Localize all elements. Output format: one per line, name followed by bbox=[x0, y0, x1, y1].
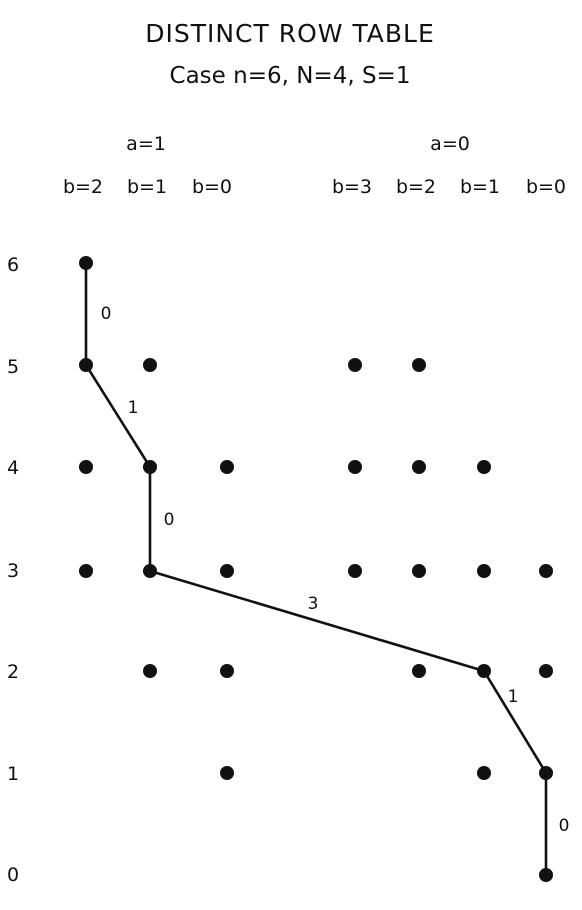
node-dot-1 bbox=[79, 358, 93, 372]
column-label-a0-b2: b=2 bbox=[396, 176, 436, 198]
row-label-2: 2 bbox=[7, 661, 19, 683]
edge-label-4: 1 bbox=[508, 687, 519, 707]
node-dot-17 bbox=[539, 564, 553, 578]
node-dot-3 bbox=[348, 358, 362, 372]
node-dot-15 bbox=[412, 564, 426, 578]
node-dot-16 bbox=[477, 564, 491, 578]
row-label-1: 1 bbox=[7, 763, 19, 785]
path-edge-4 bbox=[482, 670, 548, 774]
row-label-5: 5 bbox=[7, 356, 19, 378]
node-dot-0 bbox=[79, 256, 93, 270]
node-dot-22 bbox=[539, 664, 553, 678]
path-layer bbox=[84, 263, 548, 875]
node-dot-6 bbox=[143, 460, 157, 474]
column-label-a1-b1: b=1 bbox=[127, 176, 167, 198]
node-dot-11 bbox=[79, 564, 93, 578]
group-label-a1: a=1 bbox=[126, 133, 166, 155]
row-label-0: 0 bbox=[7, 864, 19, 886]
row-label-4: 4 bbox=[7, 457, 19, 479]
edge-label-5: 0 bbox=[559, 816, 570, 836]
node-layer bbox=[79, 256, 553, 882]
path-edge-3 bbox=[149, 569, 485, 673]
node-dot-13 bbox=[220, 564, 234, 578]
diagram-title: DISTINCT ROW TABLE bbox=[145, 19, 435, 48]
node-dot-8 bbox=[348, 460, 362, 474]
column-label-a0-b3: b=3 bbox=[332, 176, 372, 198]
node-dot-18 bbox=[143, 664, 157, 678]
edge-label-layer: 0 1 0 3 1 0 bbox=[101, 304, 570, 836]
row-label-6: 6 bbox=[7, 254, 19, 276]
edge-label-2: 0 bbox=[164, 510, 175, 530]
group-label-a0: a=0 bbox=[430, 133, 470, 155]
column-label-a0-b1: b=1 bbox=[460, 176, 500, 198]
node-dot-20 bbox=[412, 664, 426, 678]
node-dot-2 bbox=[143, 358, 157, 372]
node-dot-24 bbox=[477, 766, 491, 780]
node-dot-12 bbox=[143, 564, 157, 578]
edge-label-0: 0 bbox=[101, 304, 112, 324]
node-dot-19 bbox=[220, 664, 234, 678]
node-dot-10 bbox=[477, 460, 491, 474]
column-label-a0-b0: b=0 bbox=[526, 176, 566, 198]
column-label-a1-b0: b=0 bbox=[192, 176, 232, 198]
node-dot-21 bbox=[477, 664, 491, 678]
node-dot-7 bbox=[220, 460, 234, 474]
diagram-subtitle: Case n=6, N=4, S=1 bbox=[170, 63, 411, 89]
path-edge-1 bbox=[84, 364, 152, 468]
node-dot-5 bbox=[79, 460, 93, 474]
column-label-a1-b2: b=2 bbox=[63, 176, 103, 198]
row-label-3: 3 bbox=[7, 560, 19, 582]
node-dot-9 bbox=[412, 460, 426, 474]
node-dot-26 bbox=[539, 868, 553, 882]
node-dot-14 bbox=[348, 564, 362, 578]
edge-label-1: 1 bbox=[128, 398, 139, 418]
node-dot-25 bbox=[539, 766, 553, 780]
node-dot-23 bbox=[220, 766, 234, 780]
edge-label-3: 3 bbox=[308, 594, 319, 614]
node-dot-4 bbox=[412, 358, 426, 372]
